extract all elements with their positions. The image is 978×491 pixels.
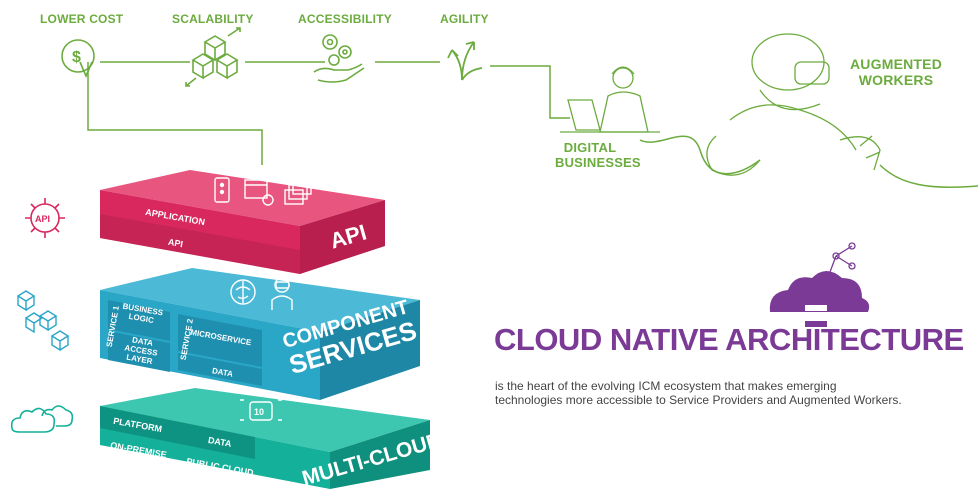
brain-icon — [230, 279, 256, 305]
svg-text:$: $ — [72, 49, 81, 66]
augmented-workers-label: AUGMENTED WORKERS — [850, 56, 942, 88]
svg-text:10: 10 — [254, 407, 264, 417]
headline-description: is the heart of the evolving ICM ecosyst… — [495, 379, 902, 407]
api-gear-icon: API — [25, 198, 65, 238]
benefit-label-lower-cost: LOWER COST — [40, 12, 124, 26]
dollar-down-icon: $ — [61, 39, 95, 79]
clouds-icon — [10, 405, 74, 433]
branching-arrows-icon — [447, 41, 483, 81]
benefit-label-agility: AGILITY — [440, 12, 489, 26]
description-line1: is the heart of the evolving ICM ecosyst… — [495, 379, 837, 393]
data-binary-icon: 10 — [240, 399, 282, 421]
benefit-label-accessibility: ACCESSIBILITY — [298, 12, 392, 26]
gears-hand-icon — [313, 34, 365, 83]
svg-text:API: API — [35, 214, 50, 224]
augmented-label-line1: AUGMENTED — [850, 56, 943, 72]
cubes-icon — [185, 27, 241, 87]
multicloud-layer — [100, 388, 430, 489]
browser-gear-icon — [244, 179, 274, 206]
description-line2: technologies more accessible to Service … — [495, 393, 902, 407]
component-layer — [100, 268, 420, 400]
api-layer — [100, 170, 385, 274]
headline-title: CLOUD NATIVE ARCHITECTURE — [494, 322, 964, 357]
digital-businesses-label: DIGITAL BUSINESSES — [555, 140, 641, 170]
cubes-network-icon — [16, 290, 70, 352]
digital-label-line1: DIGITAL — [563, 140, 617, 155]
augmented-label-line2: WORKERS — [858, 72, 934, 88]
mobile-app-icon — [214, 177, 230, 203]
windows-stack-icon — [284, 179, 312, 205]
digital-label-line2: BUSINESSES — [555, 155, 641, 170]
vr-person-icon — [271, 277, 293, 310]
benefit-label-scalability: SCALABILITY — [172, 12, 254, 26]
